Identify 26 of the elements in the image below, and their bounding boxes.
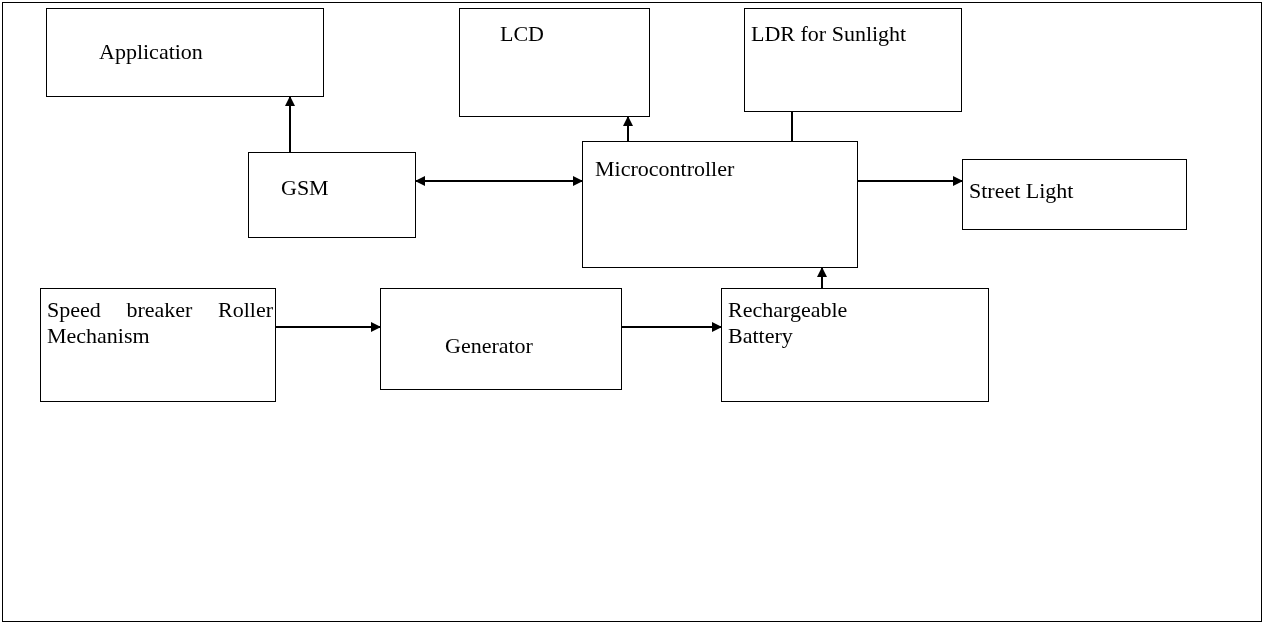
connector-line: [791, 111, 793, 142]
arrow: [621, 322, 722, 332]
arrow: [285, 96, 295, 153]
block-box: [721, 288, 989, 402]
block-label: LDR for Sunlight: [751, 21, 908, 47]
arrow: [415, 176, 583, 186]
arrow: [857, 176, 963, 186]
block-box: [962, 159, 1187, 230]
block-box: [582, 141, 858, 268]
block-label: Generator: [445, 333, 534, 359]
arrow: [275, 322, 381, 332]
block-box: [248, 152, 416, 238]
block-box: [40, 288, 276, 402]
arrow: [817, 267, 827, 289]
block-box: [459, 8, 650, 117]
block-box: [744, 8, 962, 112]
block-box: [46, 8, 324, 97]
arrow: [623, 116, 633, 142]
block-label: Speed breaker Roller Mechanism: [47, 297, 273, 349]
block-label: Microcontroller: [595, 156, 736, 182]
block-label: Rechargeable Battery: [728, 297, 849, 349]
block-label: LCD: [500, 21, 545, 47]
block-label: Application: [99, 39, 204, 65]
block-label: GSM: [281, 175, 330, 201]
block-box: [380, 288, 622, 390]
block-label: Street Light: [969, 178, 1075, 204]
